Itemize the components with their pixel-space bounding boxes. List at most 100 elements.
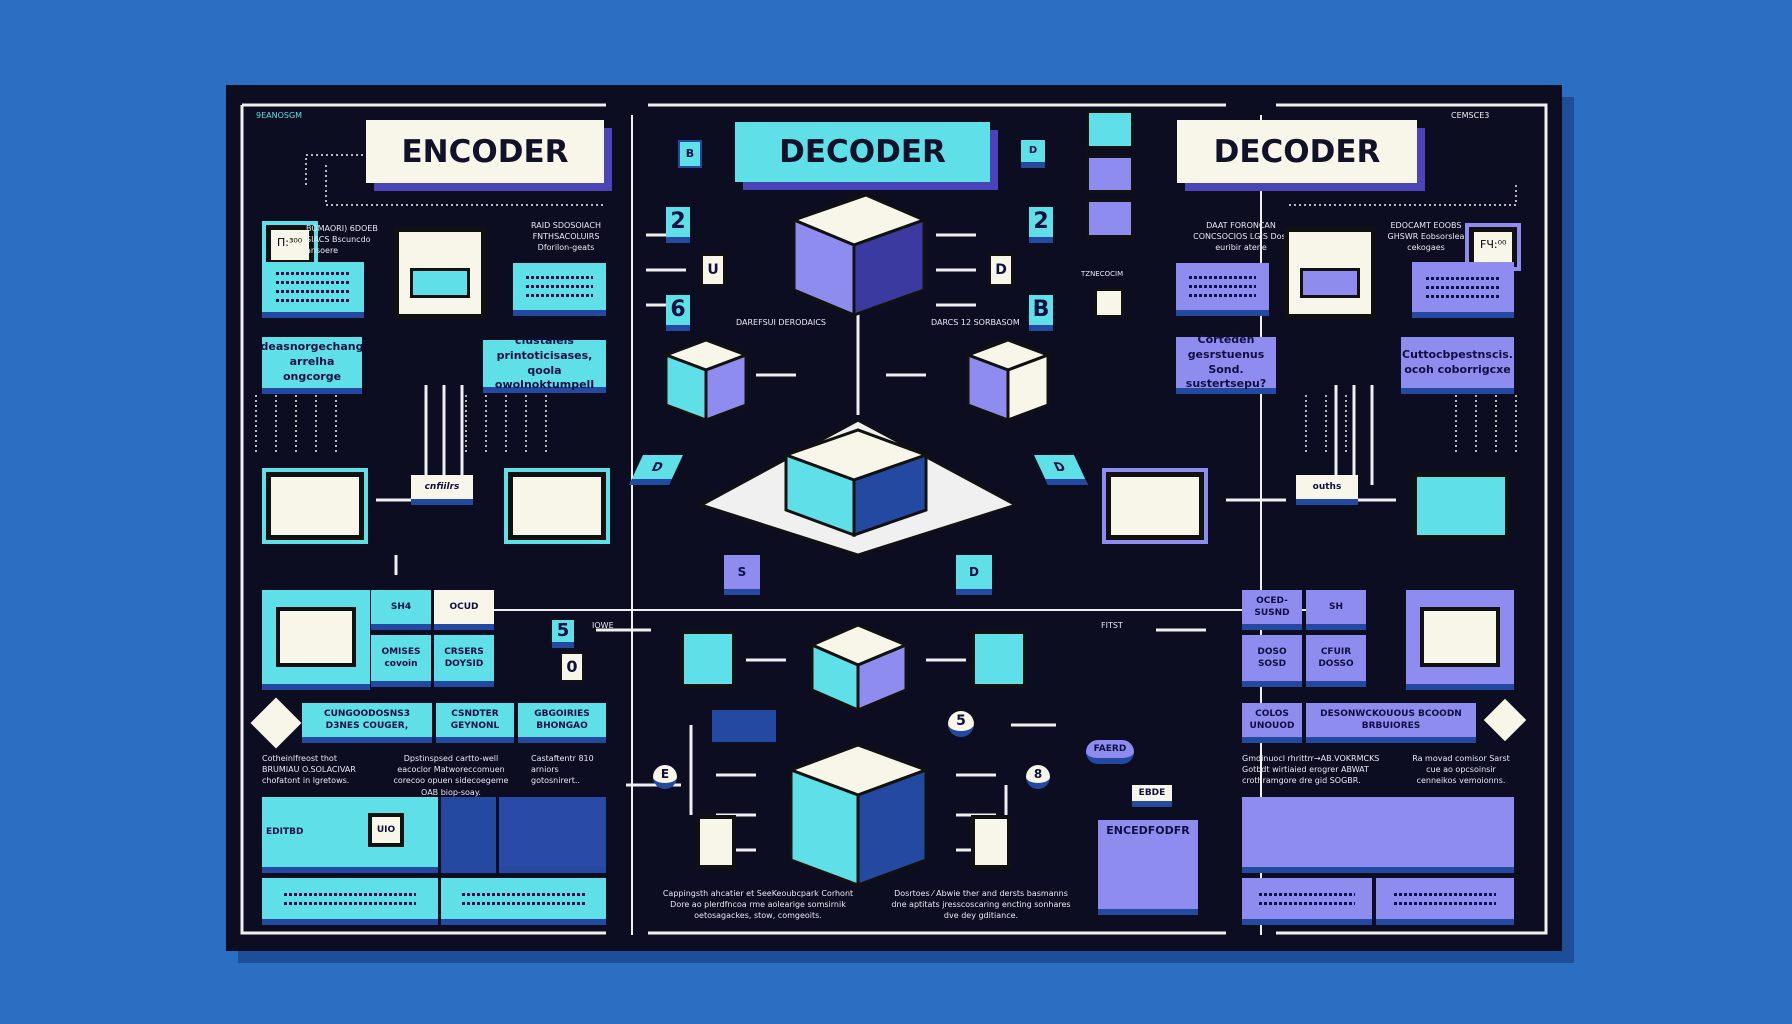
number-8-circle: 8 xyxy=(1026,765,1050,789)
left-row-label-3: OMISES covoin xyxy=(371,635,431,687)
diagram-graphics xyxy=(240,103,1548,935)
left-text-box xyxy=(262,262,364,318)
right-side-label: TZNECOCIM xyxy=(1081,270,1124,278)
left-bottom-row-1: CUNGOODOSNS3 D3NES COUGER, xyxy=(302,703,432,743)
left-window-icon-2 xyxy=(508,472,606,540)
left-doc-panel: EDITBD xyxy=(262,797,438,873)
encoder-chip-label: ENCEDFODFR xyxy=(1106,824,1190,837)
encoder-title: ENCODER xyxy=(366,120,604,183)
arrow-label-iowe: IOWE xyxy=(592,621,614,630)
right-row-label-2: SH xyxy=(1306,590,1366,630)
monitor-label: FЧ:⁰⁰ xyxy=(1480,238,1507,251)
encoder-decoder-chip: ENCEDFODFR xyxy=(1098,820,1198,915)
center-note-2: DARCS 12 SORBASOM xyxy=(931,318,1020,327)
right-row-label-4: CFUIR DOSSO xyxy=(1306,635,1366,687)
right-tiny-label: CEMSCE3 xyxy=(1451,111,1490,120)
left-small-label: cnfiilrs xyxy=(411,475,473,505)
right-caption-2: Ra movad comisor Sarst cue ao opcsoinsir… xyxy=(1412,754,1510,786)
number-6: 6 xyxy=(666,295,690,331)
left-text-box-2 xyxy=(513,263,606,316)
right-caption-1: Gmdinuocl rhrittrr→AB.VOKRMCKS Gotbdt wi… xyxy=(1242,754,1380,786)
left-row-label-1: SH4 xyxy=(371,590,431,630)
number-2-right: 2 xyxy=(1029,207,1053,243)
decoder-title-center: DECODER xyxy=(735,122,990,182)
center-caption-2: Dosrtoes ⁄ Abwie ther and dersts basmann… xyxy=(891,889,1071,921)
tag-d-lower: D xyxy=(956,555,992,595)
right-tag: EBDE xyxy=(1132,785,1172,807)
chip-left xyxy=(661,338,751,423)
left-window-icon xyxy=(266,472,364,540)
letter-badge-d-top: D xyxy=(1021,140,1045,168)
left-computer xyxy=(262,590,370,690)
left-player-window xyxy=(394,227,486,319)
right-bottom-row-1: COLOS UNOUOD xyxy=(1242,703,1302,743)
doc-label: EDITBD xyxy=(266,826,304,837)
right-window-icon xyxy=(1106,472,1204,540)
right-stack-buttons xyxy=(1086,110,1134,239)
right-small-label: ouths xyxy=(1296,475,1358,505)
right-frame xyxy=(1276,103,1548,935)
left-frame xyxy=(240,105,606,935)
left-box-1: deasnorgechang arrelha ongcorge xyxy=(261,337,363,394)
number-0-left: 0 xyxy=(560,652,584,682)
letter-b-right: B xyxy=(1029,295,1053,331)
center-chip-right xyxy=(971,630,1027,688)
center-caption-1: Cappingsth ahcatier et SeeKeoubcpark Cor… xyxy=(662,889,854,921)
right-computer xyxy=(1406,590,1514,690)
center-note-1: DAREFSUI DERODAICS xyxy=(736,318,826,327)
top-cube xyxy=(789,193,929,318)
left-footer-text-1 xyxy=(262,878,438,925)
left-caption-2: Dpstinspsed cartto-well eacoclor Matwore… xyxy=(393,754,509,797)
right-box-1: Corteden gesrstuenus Sond. sustertsepu? xyxy=(1176,333,1276,394)
letter-d: D xyxy=(988,253,1014,287)
center-doc-right xyxy=(971,815,1011,869)
number-2-left: 2 xyxy=(666,207,690,243)
right-player-window xyxy=(1284,227,1376,319)
center-platform xyxy=(697,418,1020,557)
right-window-icon-2 xyxy=(1412,472,1510,540)
center-doc-left xyxy=(696,815,736,869)
right-note-2: EDOCAMT EOOBS GHSWR Eobsorslea cekogaes xyxy=(1387,221,1465,253)
left-row-label-2: OCUD xyxy=(434,590,494,630)
bottom-cube xyxy=(786,743,931,888)
right-pill: FAERD xyxy=(1086,740,1134,764)
left-row-label-4: CRSERS DOYSID xyxy=(434,635,494,687)
middle-stack xyxy=(808,623,910,713)
letter-badge-b: B xyxy=(678,140,702,168)
right-footer-text-2 xyxy=(1376,878,1514,925)
right-doc-panel xyxy=(1242,797,1514,873)
right-monitor: FЧ:⁰⁰ xyxy=(1469,227,1517,267)
right-box-2: Cuttocbpestnscis. ocoh coborrigcxe xyxy=(1401,337,1514,394)
decoder-title-right: DECODER xyxy=(1177,120,1417,183)
left-footer-text-2 xyxy=(441,878,606,925)
left-doc-tile xyxy=(441,797,496,873)
left-caption-1: Cotheinlfreost thot BRUMIAU O.SOLACIVAR … xyxy=(262,754,356,786)
left-note-1: BOMAORI) 6DOEB SIACS Bscuncdo ansoere xyxy=(306,224,378,256)
number-5-left: 5 xyxy=(552,620,574,648)
center-chip-left xyxy=(680,630,736,688)
left-tiny-label: 9EANOSGM xyxy=(256,111,303,120)
left-bottom-row-2: CSNDTER GEYNONL xyxy=(436,703,514,743)
right-row-label-1: OCED- SUSND xyxy=(1242,590,1302,630)
left-note-2: RAID SDOSOIACH FNTHSACOLUIRS Dforilon-ge… xyxy=(531,221,601,253)
right-row-label-3: DOSO SOSD xyxy=(1242,635,1302,687)
left-chip-icon: UIO xyxy=(368,813,404,847)
monitor-label: П:³⁰⁰ xyxy=(277,236,303,249)
right-footer-text-1 xyxy=(1242,878,1372,925)
number-e-circle: E xyxy=(653,765,677,789)
chip-right xyxy=(963,338,1053,423)
center-device xyxy=(712,710,776,742)
left-image-tile xyxy=(499,797,606,873)
letter-u: U xyxy=(700,253,726,287)
right-side-chip xyxy=(1094,288,1124,318)
number-5-circle: 5 xyxy=(948,711,974,737)
right-text-box-2 xyxy=(1412,262,1514,318)
right-note-1: DAAT FORONCAN CONCSOCIOS LGIS Dost eurib… xyxy=(1193,221,1289,253)
right-bottom-row-2: DESONWCKOUOUS BCOODN BRBUIORES xyxy=(1306,703,1476,743)
left-box-2: clustaleis printoticisases, qoola owolno… xyxy=(483,334,606,393)
right-text-box xyxy=(1176,263,1269,316)
arrow-label-fitst: FITST xyxy=(1101,621,1123,630)
left-bottom-row-3: GBGOIRIES BHONGAO xyxy=(518,703,606,743)
diagram-poster: 9EANOSGM ENCODER П:³⁰⁰ BOMAORI) 6DOEB SI… xyxy=(226,85,1562,951)
left-caption-3: Castaftentr 810 arniors gotosnirert.. xyxy=(531,754,594,786)
